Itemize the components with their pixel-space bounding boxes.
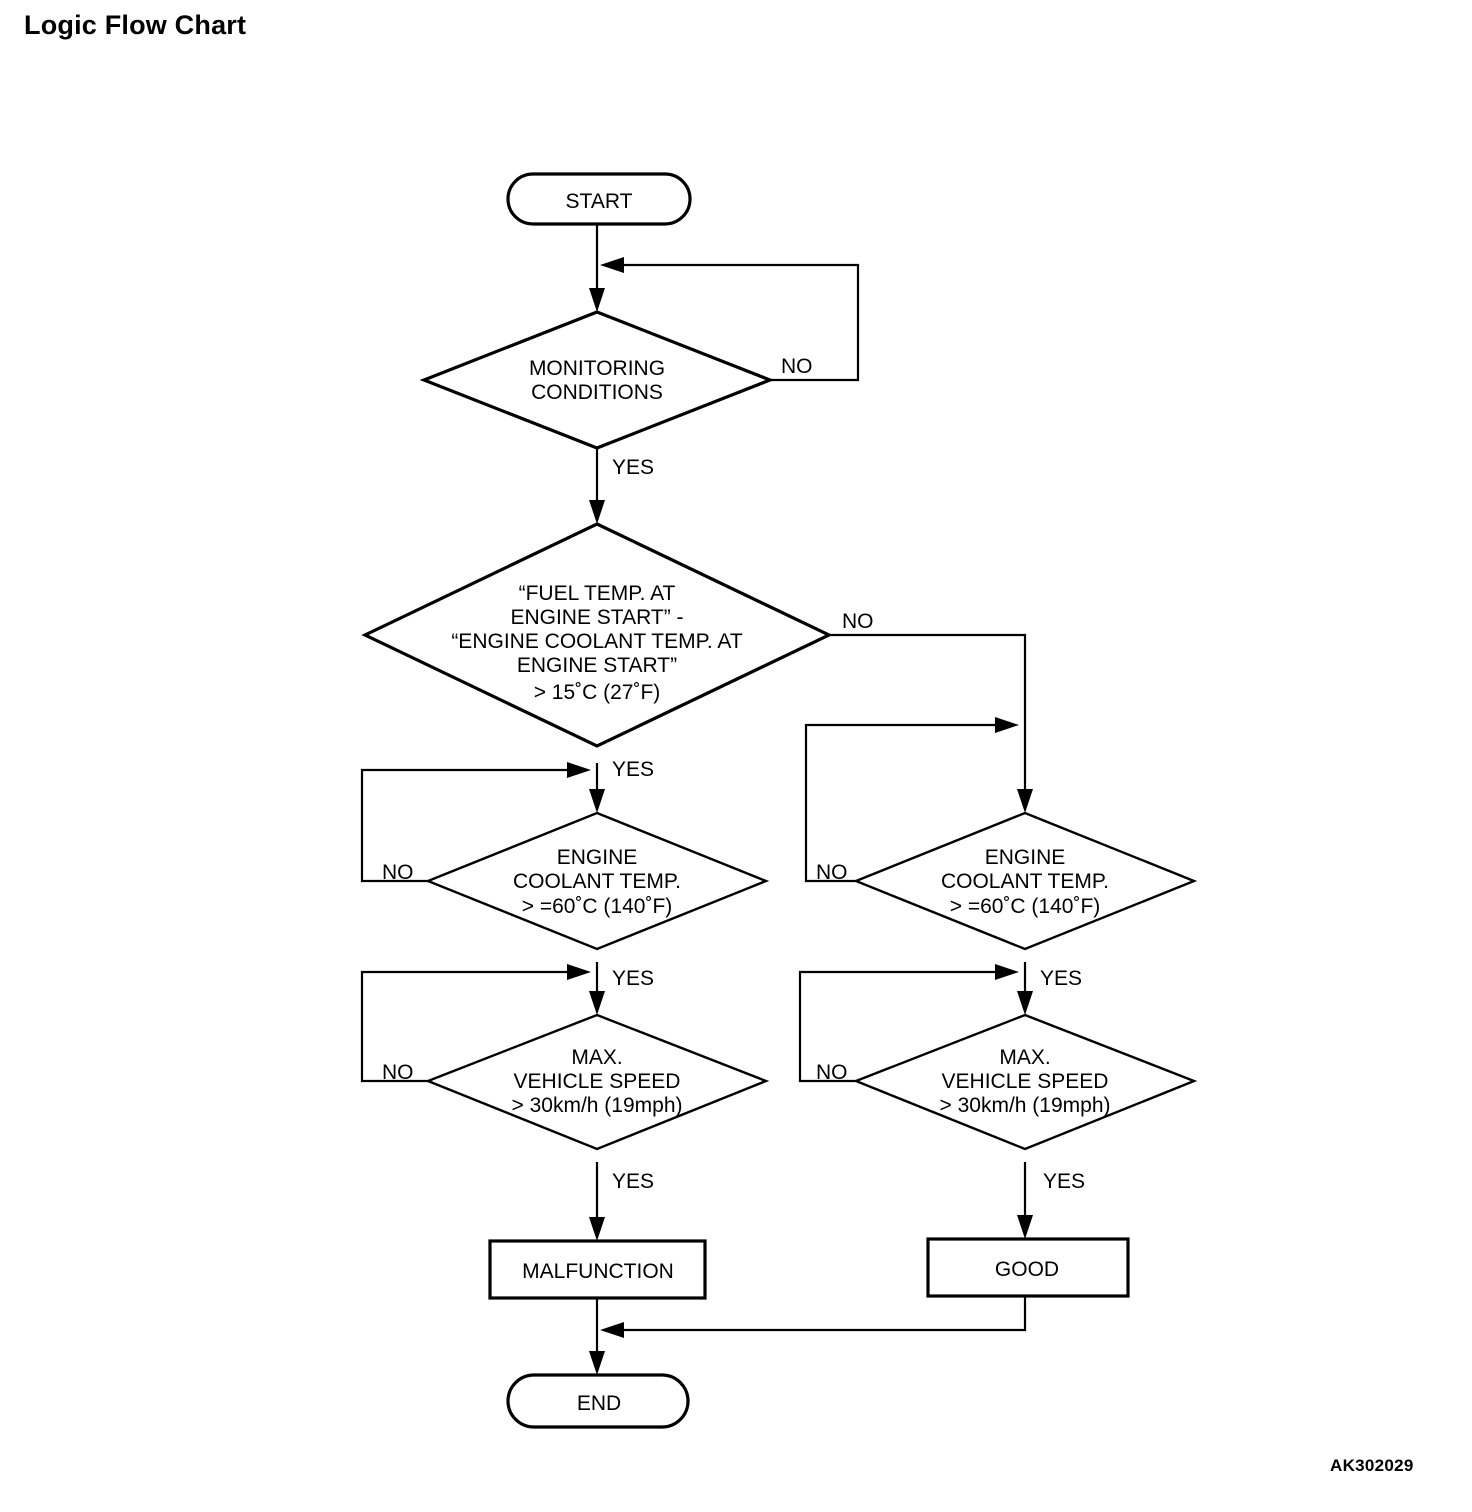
edge-fueltemp-no: [829, 633, 1033, 813]
node-coolant-left-line1: ENGINE: [557, 846, 638, 869]
branch-label-monitoring-no: NO: [781, 355, 813, 378]
edge-coolant-left-yes: [589, 962, 605, 1015]
node-speed-right-line3: > 30km/h (19mph): [940, 1094, 1111, 1117]
page-title: Logic Flow Chart: [24, 10, 247, 40]
node-coolant-left-line3: > =60˚C (140˚F): [522, 895, 673, 918]
node-monitoring-line2: CONDITIONS: [531, 381, 663, 404]
node-coolant-right-line3: > =60˚C (140˚F): [950, 895, 1101, 918]
edge-coolant-right-yes: [1017, 962, 1033, 1015]
node-end[interactable]: END: [506, 1373, 690, 1429]
node-vehicle-speed-left[interactable]: MAX. VEHICLE SPEED > 30km/h (19mph): [424, 1013, 770, 1151]
node-fuel-temp-line1: “FUEL TEMP. AT: [519, 582, 676, 605]
node-speed-left-line3: > 30km/h (19mph): [512, 1094, 683, 1117]
node-start[interactable]: START: [506, 172, 692, 226]
node-fuel-temp-line4: ENGINE START”: [517, 654, 677, 677]
branch-label-monitoring-yes: YES: [612, 456, 654, 479]
node-end-label: END: [577, 1392, 621, 1415]
branch-label-speed-left-yes: YES: [612, 1170, 654, 1193]
node-coolant-right-line1: ENGINE: [985, 846, 1066, 869]
edge-speed-left-yes: [589, 1162, 605, 1241]
node-fuel-temp-condition[interactable]: “FUEL TEMP. AT ENGINE START” - “ENGINE C…: [361, 522, 833, 748]
branch-label-speed-left-no: NO: [382, 1061, 414, 1084]
branch-label-fueltemp-yes: YES: [612, 758, 654, 781]
branch-label-speed-right-no: NO: [816, 1061, 848, 1084]
branch-label-coolant-left-yes: YES: [612, 967, 654, 990]
node-coolant-left-line2: COOLANT TEMP.: [513, 870, 681, 893]
node-fuel-temp-line3: “ENGINE COOLANT TEMP. AT: [451, 630, 743, 653]
branch-label-coolant-right-no: NO: [816, 861, 848, 884]
edge-speed-left-no-loop: [360, 964, 591, 1083]
edge-malfunction-to-end: [589, 1298, 605, 1375]
node-speed-left-line1: MAX.: [571, 1046, 622, 1069]
branch-label-coolant-right-yes: YES: [1040, 967, 1082, 990]
node-fuel-temp-line5: > 15˚C (27˚F): [534, 681, 661, 704]
node-speed-right-line1: MAX.: [999, 1046, 1050, 1069]
node-speed-left-line2: VEHICLE SPEED: [514, 1070, 681, 1093]
edge-good-to-end: [600, 1296, 1027, 1338]
edge-monitoring-yes: [589, 448, 605, 524]
edge-start-to-monitoring: [589, 222, 605, 312]
node-fuel-temp-line2: ENGINE START” -: [510, 606, 683, 629]
node-malfunction-label: MALFUNCTION: [522, 1260, 674, 1283]
node-monitoring-line1: MONITORING: [529, 357, 665, 380]
edge-coolant-left-no-loop: [360, 762, 591, 883]
branch-label-fueltemp-no: NO: [842, 610, 874, 633]
node-malfunction[interactable]: MALFUNCTION: [488, 1239, 707, 1300]
node-coolant-temp-left[interactable]: ENGINE COOLANT TEMP. > =60˚C (140˚F): [424, 811, 770, 951]
node-good[interactable]: GOOD: [926, 1237, 1130, 1298]
edge-speed-right-no-loop: [798, 964, 1019, 1083]
node-vehicle-speed-right[interactable]: MAX. VEHICLE SPEED > 30km/h (19mph): [852, 1013, 1198, 1151]
edge-speed-right-yes: [1017, 1162, 1033, 1239]
node-good-label: GOOD: [995, 1258, 1059, 1281]
edge-fueltemp-yes: [589, 763, 605, 813]
edge-monitoring-no-loop: [600, 257, 860, 382]
node-start-label: START: [566, 190, 633, 213]
branch-label-speed-right-yes: YES: [1043, 1170, 1085, 1193]
node-coolant-temp-right[interactable]: ENGINE COOLANT TEMP. > =60˚C (140˚F): [852, 811, 1198, 951]
node-coolant-right-line2: COOLANT TEMP.: [941, 870, 1109, 893]
node-speed-right-line2: VEHICLE SPEED: [942, 1070, 1109, 1093]
node-monitoring-conditions[interactable]: MONITORING CONDITIONS: [419, 310, 775, 450]
edge-coolant-right-no-loop: [804, 717, 1019, 883]
branch-label-coolant-left-no: NO: [382, 861, 414, 884]
reference-code: AK302029: [1330, 1456, 1414, 1475]
